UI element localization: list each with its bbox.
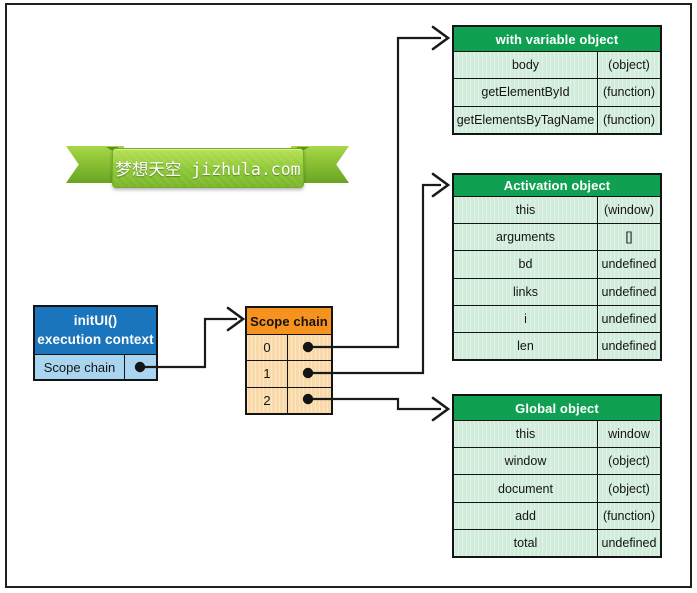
arrowhead-icon [226,306,246,332]
watermark-ribbon: 梦想天空 jizhula.com [60,140,355,192]
arrowhead-icon [431,396,451,422]
table-row: getElementById (function) [454,78,660,106]
row-name: arguments [495,230,556,245]
row-value: (window) [597,197,660,224]
activation-object-table: Activation object this (window) argument… [452,173,662,361]
table-row: Scope chain [35,355,156,379]
pointer-cell [287,361,331,387]
table-row: body (object) [454,52,660,79]
table-row: 0 [247,335,331,361]
table-row: add (function) [454,501,660,529]
row-name: document [498,481,553,496]
row-index: 0 [263,340,271,356]
row-name: this [515,203,536,218]
row-value: (function) [597,106,660,133]
row-value: (object) [597,52,660,79]
arrow-scope0-to-with-object [308,36,441,349]
arrowhead-icon [431,172,451,198]
row-value: undefined [597,332,660,360]
row-value: undefined [597,278,660,305]
with-variable-object-title: with variable object [454,27,660,52]
execution-context-title-line2: execution context [37,331,154,347]
global-object-table: Global object this window window (object… [452,394,662,558]
row-name: body [511,58,540,73]
row-name: Scope chain [43,359,116,375]
row-name: i [524,311,527,326]
row-name: len [517,338,534,353]
global-object-title: Global object [454,396,660,421]
table-row: links undefined [454,277,660,305]
table-row: this (window) [454,197,660,224]
row-name: getElementById [481,85,570,100]
table-row: len undefined [454,331,660,360]
table-row: document (object) [454,474,660,502]
arrowhead-icon [431,25,451,51]
row-name: add [515,508,536,523]
row-value: undefined [597,305,660,332]
table-row: bd undefined [454,250,660,278]
table-row: getElementsByTagName (function) [454,105,660,133]
row-value: [] [597,224,660,251]
table-row: arguments [] [454,223,660,251]
row-value: window [597,421,660,448]
table-row: window (object) [454,447,660,475]
row-name: getElementsByTagName [456,112,595,127]
table-row: total undefined [454,528,660,557]
row-index: 2 [263,392,271,408]
table-row: 1 [247,360,331,387]
table-row: i undefined [454,304,660,332]
row-value: (object) [597,475,660,502]
pointer-cell [287,387,331,413]
execution-context-title-line1: initUI() [73,313,118,329]
ribbon-band: 梦想天空 jizhula.com [112,148,304,188]
row-name: this [515,427,536,442]
activation-object-title: Activation object [454,175,660,197]
pointer-cell [287,335,331,361]
row-name: window [504,454,547,469]
row-name: total [513,535,538,550]
row-value: (object) [597,448,660,475]
execution-context-box: initUI() execution context Scope chain [33,305,158,381]
row-value: (function) [597,502,660,529]
row-value: undefined [597,251,660,278]
table-row: 2 [247,386,331,413]
watermark-text: 梦想天空 jizhula.com [115,160,301,179]
with-variable-object-table: with variable object body (object) getEl… [452,25,662,135]
table-row: this window [454,421,660,448]
row-index: 1 [263,366,271,382]
row-value: undefined [597,529,660,557]
scope-chain-table: Scope chain 0 1 2 [245,306,333,415]
scope-chain-title: Scope chain [247,308,331,335]
execution-context-title: initUI() execution context [35,307,156,355]
row-value: (function) [597,79,660,106]
row-name: bd [518,257,533,272]
row-name: links [512,284,538,299]
pointer-cell [124,355,156,379]
